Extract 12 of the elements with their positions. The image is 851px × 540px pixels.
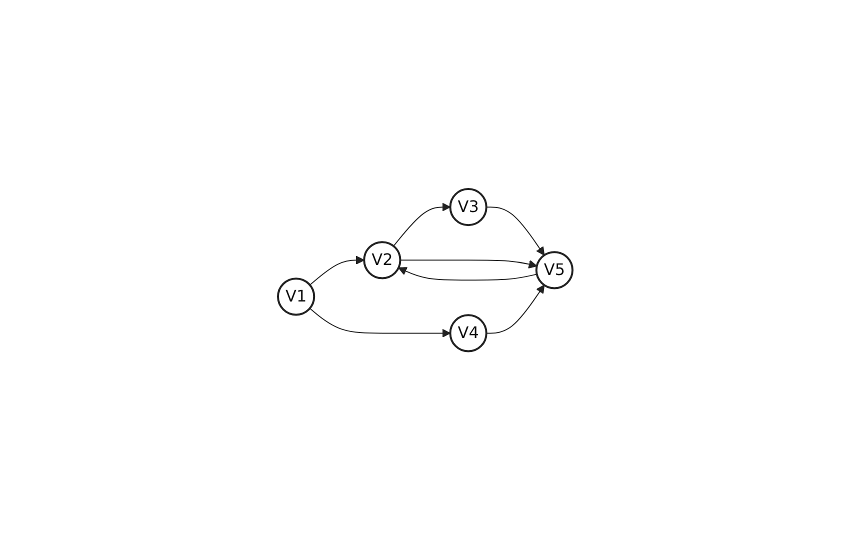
node-circle: V3 [450, 188, 488, 226]
node-circle: V5 [536, 250, 574, 290]
arrow [393, 202, 451, 246]
node-circle: V2 [363, 240, 402, 280]
arrow [310, 256, 365, 286]
arrow [398, 266, 538, 280]
arrow [310, 308, 451, 338]
node-circle: V1 [277, 277, 316, 316]
arrow [400, 260, 538, 268]
arrow [486, 206, 545, 256]
arrow [486, 284, 545, 334]
node-circle: V4 [450, 314, 488, 352]
